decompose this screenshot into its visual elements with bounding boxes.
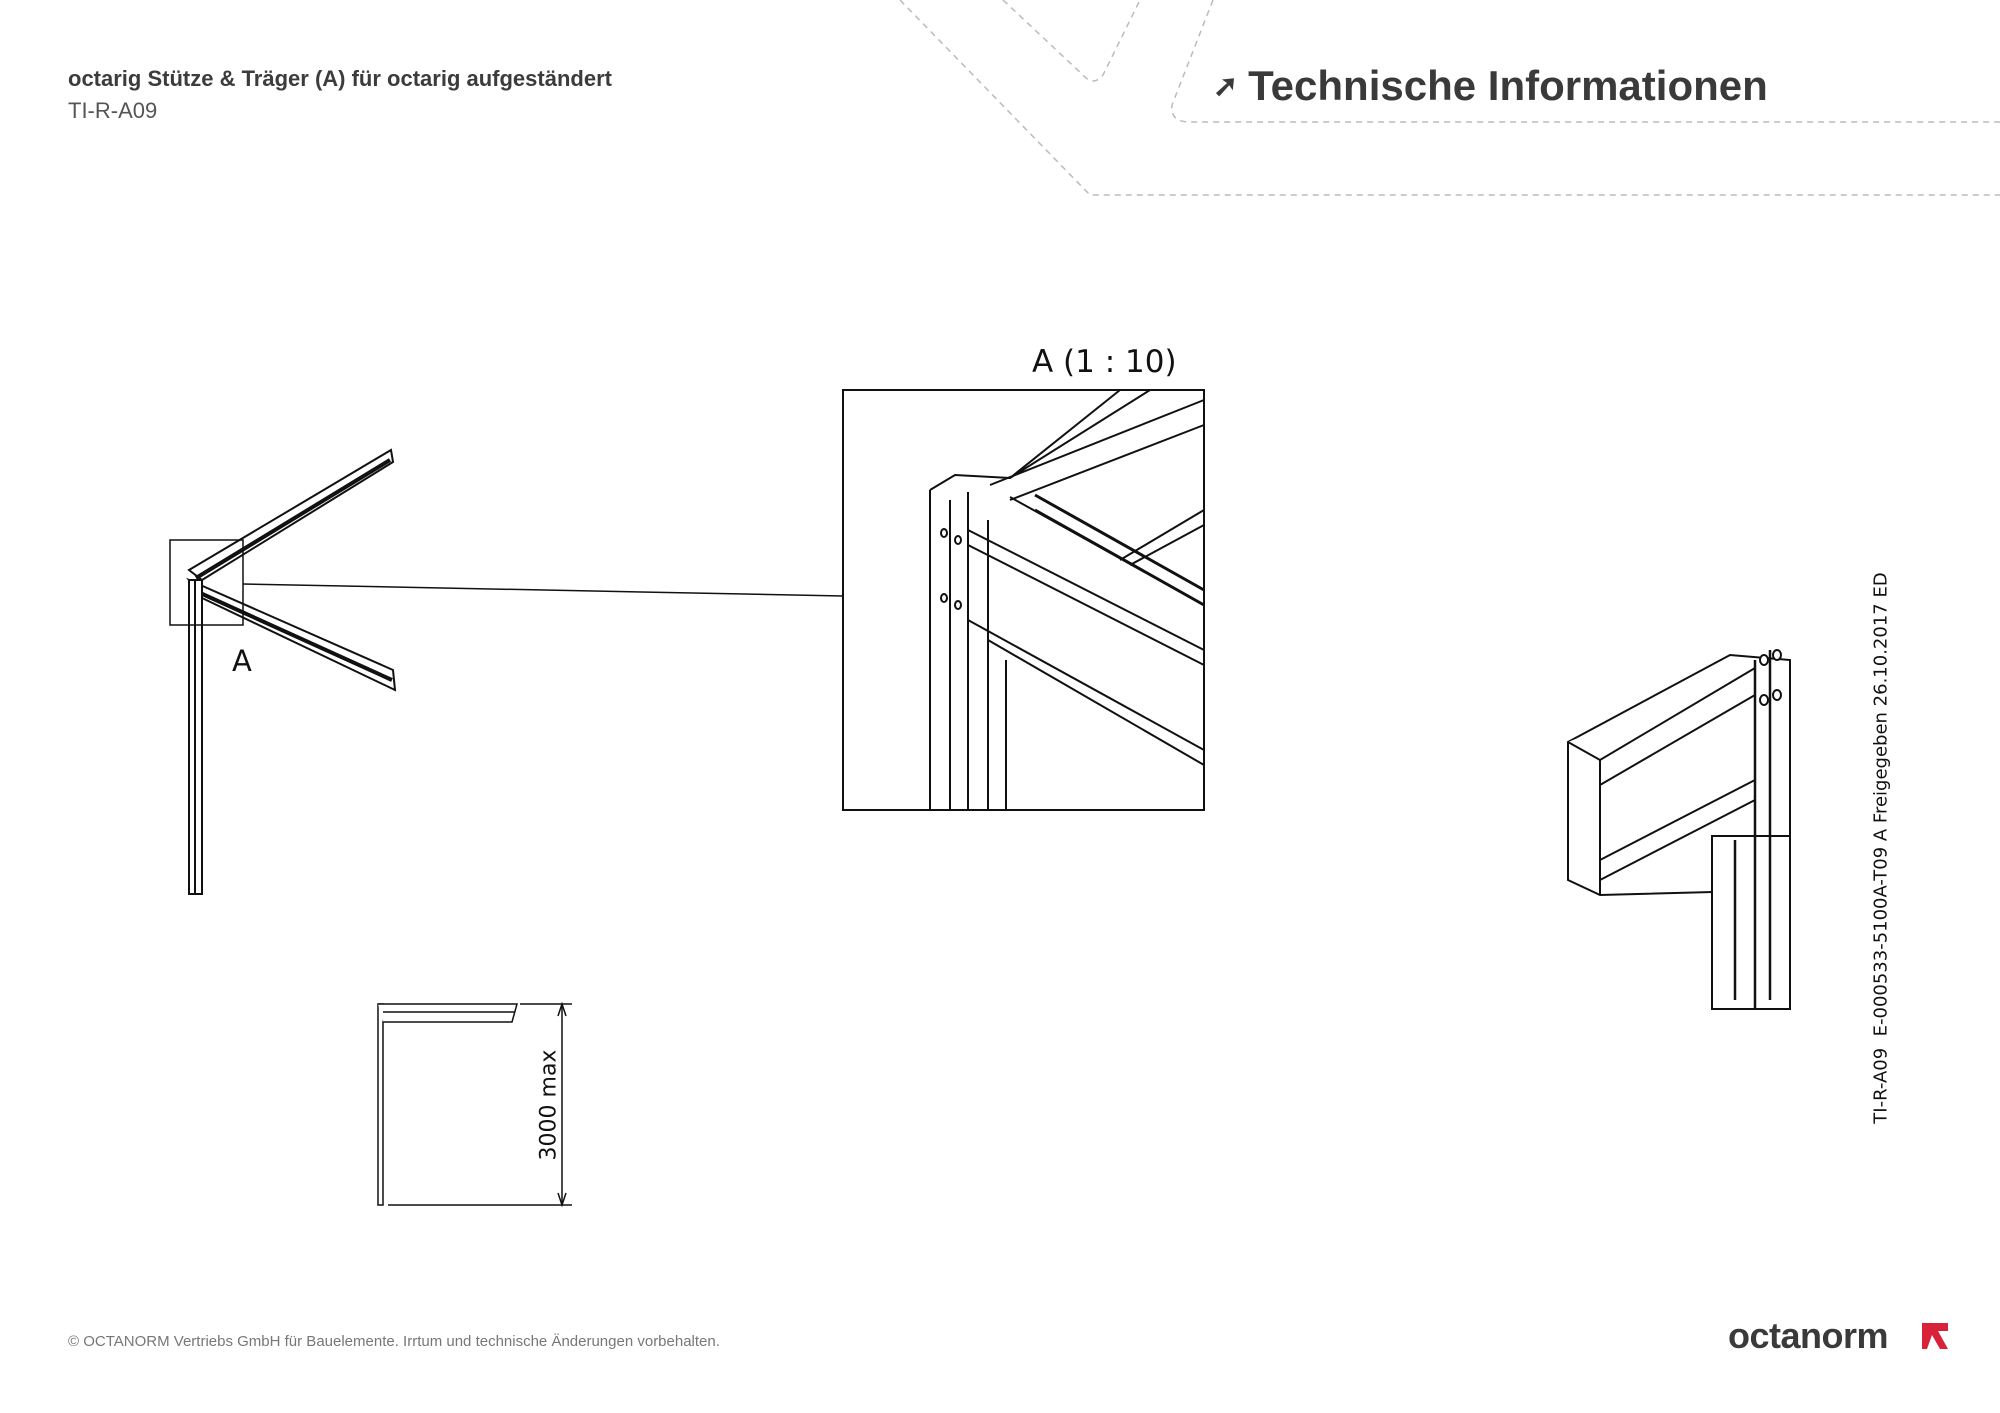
elevation-view [377, 1001, 572, 1208]
detail-view-label: A (1 : 10) [1032, 344, 1177, 380]
callout-leader-line [242, 583, 844, 597]
drawing-reference-text: TI-R-A09 E-000533-5100A-T09 A Freigegebe… [1870, 572, 1892, 1124]
octanorm-logo: octanorm [1728, 1315, 1889, 1357]
logo-text: octanorm [1728, 1315, 1889, 1356]
decorative-dashed-lines [899, 0, 2000, 196]
callout-label: A [232, 644, 252, 678]
footer-copyright: © OCTANORM Vertriebs GmbH für Bauelement… [68, 1333, 720, 1350]
section-heading: ➚ Technische Informationen [1213, 62, 1768, 110]
document-code: TI-R-A09 [68, 98, 158, 123]
detail-callout-box [169, 539, 244, 626]
detail-view-a [842, 389, 1205, 811]
document-title: octarig Stütze & Träger (A) für octarig … [68, 66, 612, 91]
dimension-label: 3000 max [536, 1049, 562, 1161]
isometric-overview [169, 448, 844, 895]
octanorm-logo-mark [1922, 1323, 1948, 1349]
arrow-up-right-icon: ➚ [1213, 70, 1239, 103]
isometric-detail-right [1567, 649, 1791, 1010]
section-heading-text: Technische Informationen [1248, 62, 1768, 109]
